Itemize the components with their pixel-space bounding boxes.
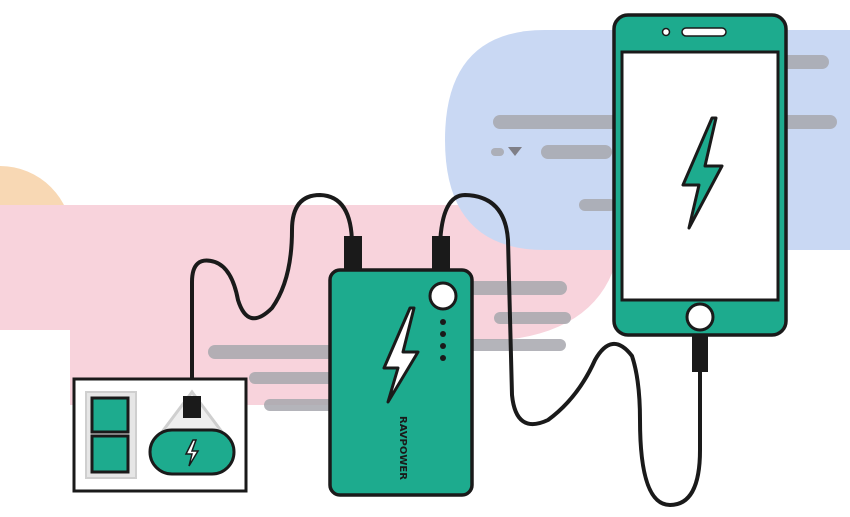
smartphone	[612, 13, 788, 372]
bank-port-left	[344, 236, 362, 270]
plug-cable-head	[183, 396, 201, 418]
pink-blob	[0, 205, 618, 405]
wall-outlet	[72, 377, 248, 493]
cable-bank-to-phone	[438, 192, 702, 508]
bank-port-right	[432, 236, 450, 270]
power-bank: RAVPOWER	[328, 236, 474, 497]
cables	[190, 192, 702, 508]
battery-level-dots-icon	[440, 319, 446, 361]
cable-outlet-to-bank	[190, 192, 354, 402]
lightning-bolt-icon	[382, 306, 420, 404]
front-camera-icon	[661, 27, 671, 37]
streak-triangle	[508, 147, 522, 156]
home-button-icon	[685, 302, 715, 332]
power-button-icon	[428, 281, 458, 311]
outlet-socket-top	[90, 396, 130, 434]
outlet-socket-bottom	[90, 434, 130, 474]
brand-label: RAVPOWER	[397, 416, 408, 480]
speaker-grille	[681, 27, 727, 37]
lightning-bolt-icon	[681, 116, 724, 230]
lightning-bolt-icon	[184, 439, 200, 467]
phone-cable-head	[692, 332, 708, 372]
